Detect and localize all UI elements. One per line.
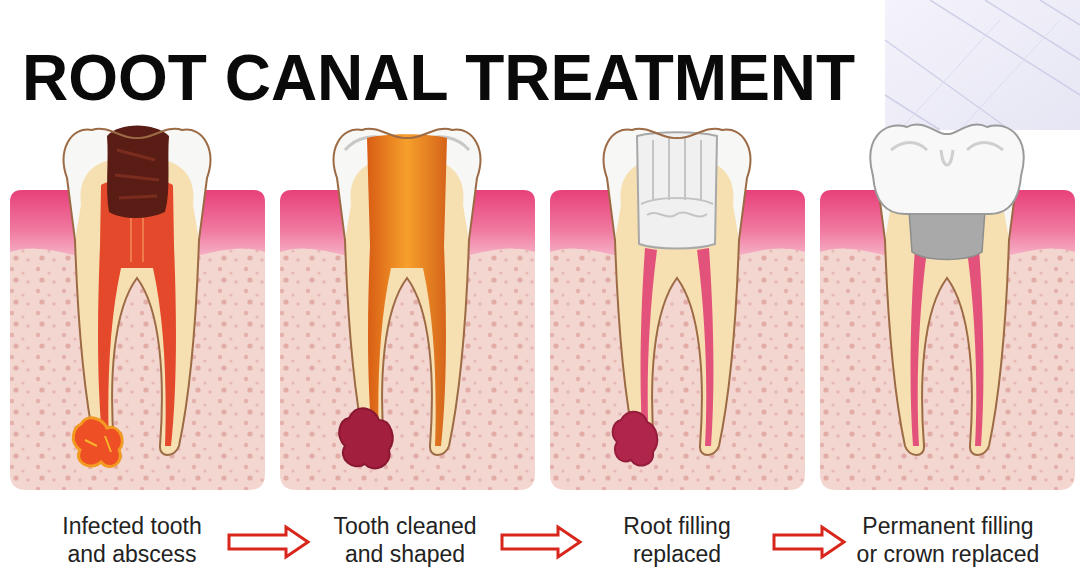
step-label: Root filling replaced [588, 512, 766, 568]
step-label: Permanent filling or crown replaced [852, 512, 1044, 568]
illustration-part [900, 20, 1060, 130]
illustration-part [885, 0, 1080, 130]
step-arrow [502, 527, 580, 557]
step-label: Tooth cleaned and shaped [316, 512, 494, 568]
illustration-part [98, 180, 176, 446]
illustration-part [647, 212, 707, 216]
illustration-part [604, 129, 751, 455]
opened-canal [367, 134, 447, 446]
illustration-part [891, 143, 1003, 166]
step-caption: Tooth cleaned and shaped [316, 512, 494, 568]
abscess [613, 412, 658, 466]
step-caption: Root filling replaced [588, 512, 766, 568]
illustration-part [64, 129, 211, 455]
core [909, 210, 985, 260]
title: ROOT CANAL TREATMENT [22, 46, 855, 110]
root-filled-tooth-panel [550, 129, 805, 490]
illustration-part [641, 138, 713, 204]
illustration-part [334, 129, 481, 455]
abscess [339, 408, 392, 468]
crown [870, 124, 1023, 214]
illustration-part [64, 129, 211, 455]
abscess [73, 418, 122, 467]
illustration-part [604, 129, 751, 455]
corner-photo [885, 0, 1080, 130]
crowned-tooth-panel [820, 124, 1075, 490]
step-arrow [774, 527, 844, 557]
illustration-part [885, 0, 1080, 130]
temporary-filling [637, 132, 717, 248]
step-caption: Permanent filling or crown replaced [852, 512, 1044, 568]
illustration-part [820, 190, 1075, 490]
infected-tooth-panel [10, 126, 265, 491]
step-arrow [229, 527, 308, 557]
cleaned-tooth-panel [280, 129, 535, 490]
illustration-part [334, 129, 481, 455]
step-label: Infected tooth and abscess [43, 512, 221, 568]
step-caption: Infected tooth and abscess [43, 512, 221, 568]
illustration-part [85, 436, 111, 452]
illustration-part [115, 150, 159, 198]
cavity [107, 126, 169, 219]
